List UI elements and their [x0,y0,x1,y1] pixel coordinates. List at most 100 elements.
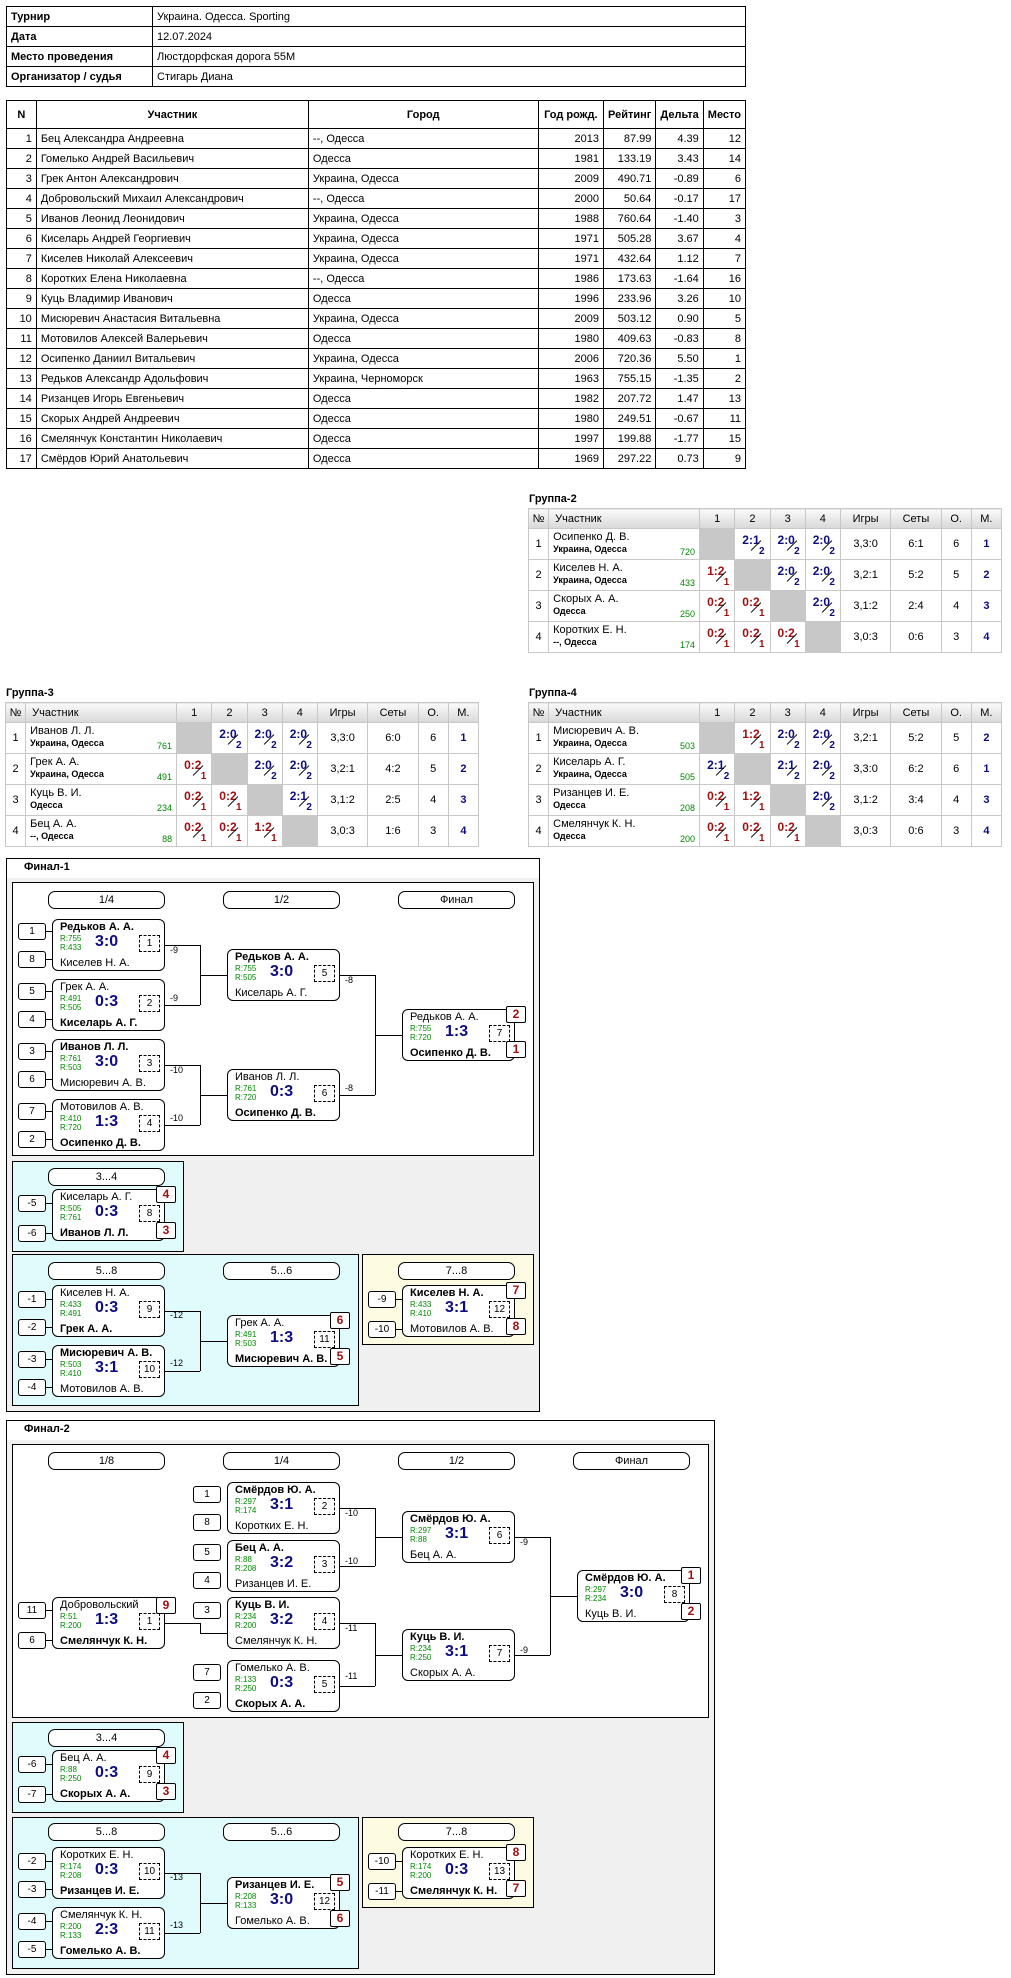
bracket-line [46,1327,52,1328]
group-points: 5 [940,722,972,754]
match-rating-2: R:133 [60,1931,82,1940]
match-rating-2: R:503 [60,1063,82,1072]
match-player-2: Гомелько А. В. [235,1915,310,1927]
match-player-1: Смелянчук К. Н. [60,1909,143,1921]
table-cell: 2009 [537,308,605,329]
seed-box: 4 [193,1572,221,1589]
ref-label: -9 [170,993,179,1003]
place-box: 2 [506,1006,526,1023]
table-cell: 10 [6,308,37,329]
col-header: N [6,100,37,129]
group-sets: 4:2 [367,753,419,785]
table-cell: 14 [6,388,37,409]
bracket-line [375,1655,402,1656]
seed-box: 8 [18,951,46,968]
game-points: 1 [794,833,800,844]
table-cell: 505.28 [603,228,657,249]
table-cell: 4 [702,228,747,249]
group-points: 4 [417,784,449,816]
group-place: 3 [970,784,1003,816]
match-score: 1:3 [445,1023,469,1040]
round-header: 1/4 [48,891,165,909]
match-rating-1: R:297 [235,1497,257,1506]
table-cell: 490.71 [603,168,657,189]
table-cell: 9 [702,448,747,469]
match-number: 4 [314,1613,335,1630]
bracket-line [396,1861,402,1862]
match-player-1: Редьков А. А. [60,921,134,933]
info-value: Украина. Одесса. Sporting [152,6,746,27]
table-cell: -1.64 [655,268,704,289]
match-number: 9 [139,1766,160,1783]
match-player-2: Мисюревич А. В. [235,1353,328,1365]
place-box: 3 [156,1222,176,1239]
match-player-2: Куць В. И. [585,1608,637,1620]
place-box: 6 [330,1910,350,1927]
match-score: 3:0 [95,933,119,950]
ref-label: -13 [170,1920,184,1930]
match-number: 4 [139,1115,160,1132]
bracket-line [200,1623,201,1633]
game-points: 2 [829,608,835,619]
game-points: 1 [758,608,765,619]
game-points: 2 [829,740,835,751]
match-player-2: Смелянчук К. Н. [60,1635,148,1647]
game-points: 2 [829,577,835,588]
group-col-header: Сеты [890,702,942,723]
seed-box: 1 [18,923,46,940]
match-score: 0:3 [95,1861,119,1878]
ref-label: -10 [170,1065,184,1075]
ref-label: -11 [345,1671,358,1681]
table-cell: 297.22 [603,448,657,469]
table-cell: 207.72 [603,388,657,409]
bracket-line [46,1949,52,1950]
group-place: 2 [970,722,1003,754]
player-name: Смелянчук К. Н. [553,818,636,830]
match-player-1: Куць В. И. [410,1631,465,1643]
table-cell: Одесса [307,328,539,349]
match-player-2: Ризанцев И. Е. [60,1885,140,1897]
group-sets: 6:0 [367,722,419,754]
match-score: 0:3 [270,1674,294,1691]
game-points: 2 [758,546,765,557]
group-cell-self [211,753,248,785]
match-score: 3:0 [95,1053,119,1070]
match-number: 8 [664,1586,685,1603]
player-rating: 200 [680,834,696,844]
group-place: 2 [447,753,480,785]
group-points: 3 [940,621,972,653]
table-cell: 3 [702,208,747,229]
table-cell: 3 [6,168,37,189]
game-score-sets: 2:0 [254,727,272,741]
match-player-1: Куць В. И. [235,1599,290,1611]
match-rating-2: R:433 [60,943,82,952]
table-cell: 10 [702,288,747,309]
game-score-sets: 2:0 [777,533,795,547]
group-col-header: Игры [839,702,892,723]
group-cell-self [699,722,736,754]
bracket-line [46,1764,52,1765]
player-city: Одесса [553,606,586,616]
table-cell: 50.64 [603,188,657,209]
table-cell: 1.12 [655,248,704,269]
group-games: 3,0:3 [839,815,892,847]
